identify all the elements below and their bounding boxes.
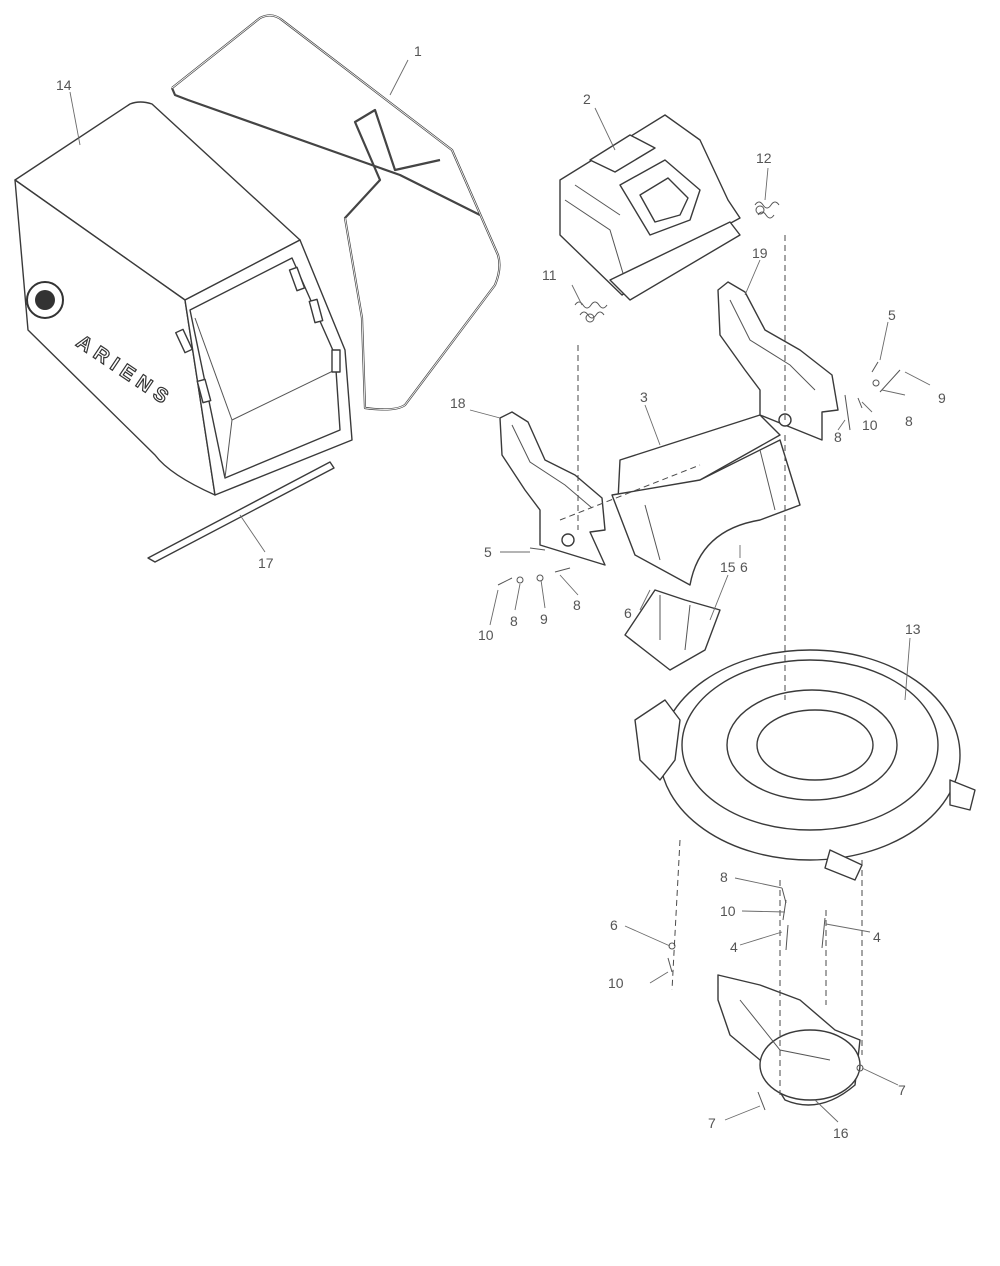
callout-14: 14 [56,77,72,93]
callout-10-lower-a: 10 [720,903,736,919]
grass-bag-part-14: ARIENS [14,101,353,496]
hardware-fasteners [497,361,901,1111]
deck-part-13 [634,649,976,881]
callout-17: 17 [258,555,274,571]
callout-6-chute: 6 [740,559,748,575]
callout-3: 3 [640,389,648,405]
callout-labels: 1 14 2 12 11 19 5 9 8 10 8 18 3 17 6 15 … [56,43,946,1141]
callout-10-left: 10 [478,627,494,643]
callout-15: 15 [720,559,736,575]
callout-9-left: 9 [540,611,548,627]
callout-2: 2 [583,91,591,107]
callout-10-right: 10 [862,417,878,433]
bracket-part-19 [717,281,839,441]
spring-part-11 [574,301,608,323]
alignment-lines [559,235,863,1095]
callout-12: 12 [756,150,772,166]
callout-8-left-b: 8 [573,597,581,613]
callout-13: 13 [905,621,921,637]
callout-5-left: 5 [484,544,492,560]
callout-18: 18 [450,395,466,411]
callout-11: 11 [542,267,557,283]
rod-part-17 [147,461,335,563]
callout-8-right-b: 8 [834,429,842,445]
callout-7-right: 7 [898,1082,906,1098]
callout-8-left-a: 8 [510,613,518,629]
callout-8-right-a: 8 [905,413,913,429]
callout-10-lower-b: 10 [608,975,624,991]
callout-7-left: 7 [708,1115,716,1131]
callout-5-right: 5 [888,307,896,323]
callout-9-right: 9 [938,390,946,406]
callout-4-left: 4 [730,939,738,955]
callout-6-lower: 6 [610,917,618,933]
callout-16: 16 [833,1125,849,1141]
deflector-part-16 [717,974,861,1106]
callout-6-flap: 6 [624,605,632,621]
spring-part-12 [754,201,780,219]
bracket-part-18 [499,411,606,566]
leader-lines [69,59,931,1123]
bag-frame-part-1 [170,14,501,411]
callout-19: 19 [752,245,768,261]
chute-part-3 [611,414,801,586]
flap-part-15 [624,589,721,671]
callout-1: 1 [414,43,422,59]
door-part-2 [559,114,741,301]
callout-8-lower: 8 [720,869,728,885]
callout-4-right: 4 [873,929,881,945]
